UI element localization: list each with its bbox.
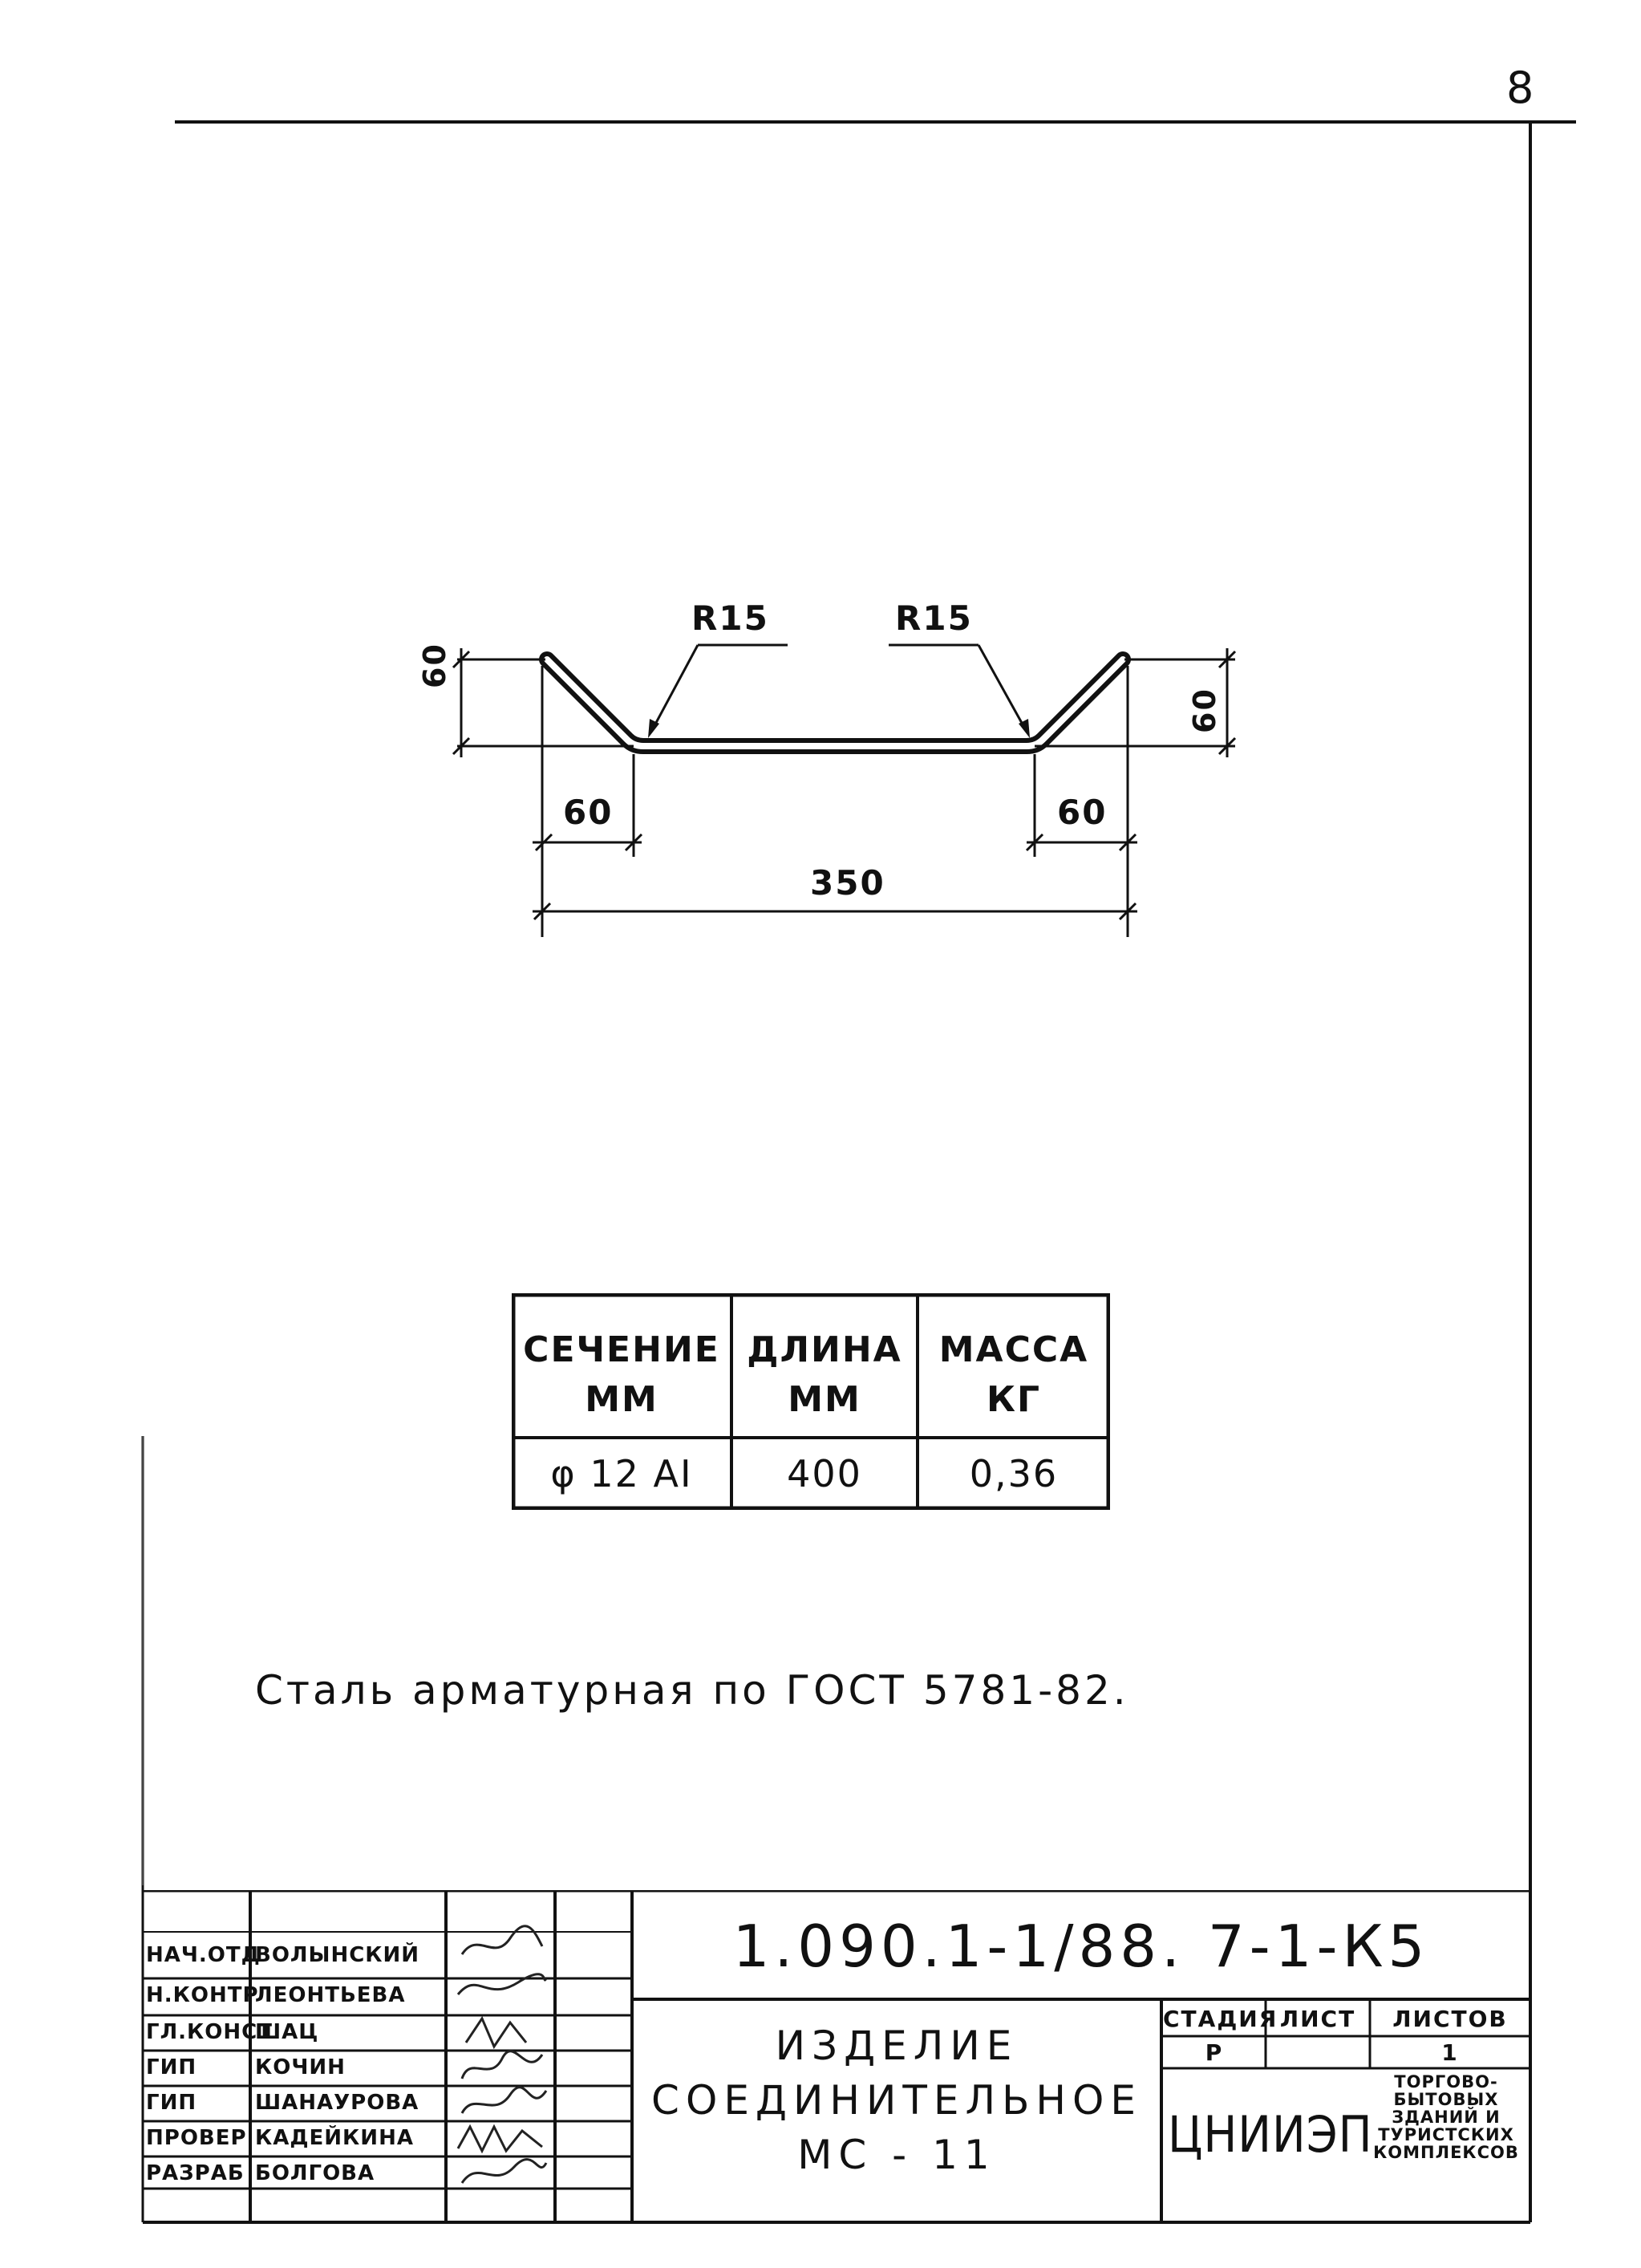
signature-role-4: ГИП [146, 2055, 197, 2079]
product-title-line-2: СОЕДИНИТЕЛЬНОЕ [651, 2077, 1142, 2124]
page-number: 8 [1506, 63, 1536, 113]
stage-value: Р [1205, 2039, 1224, 2066]
rebar-shape [539, 651, 1131, 754]
spec-header-length: ДЛИНА ММ [731, 1325, 918, 1425]
spec-header-section: СЕЧЕНИЕ ММ [512, 1325, 731, 1425]
spec-header-line: СЕЧЕНИЕ [523, 1329, 720, 1370]
spec-header-mass: МАССА КГ [918, 1325, 1110, 1425]
spec-header-line: МАССА [938, 1329, 1089, 1370]
spec-cell-length: 400 [787, 1452, 862, 1495]
total-length-dimension: 350 [810, 863, 885, 903]
organization-subtitle-line: ТОРГОВО- [1394, 2072, 1498, 2092]
organization-subtitle-line: ТУРИСТСКИХ [1378, 2125, 1514, 2144]
sheets-header: ЛИСТОВ [1392, 2006, 1508, 2032]
offset-dimension-left: 60 [563, 793, 614, 832]
signature-role-7: РАЗРАБ [146, 2161, 245, 2185]
signature-name-2: ЛЕОНТЬЕВА [255, 1983, 406, 2007]
signature-role-2: Н.КОНТР [146, 1983, 259, 2007]
spec-header-line: ДЛИНА [747, 1329, 902, 1370]
signature-role-6: ПРОВЕР [146, 2126, 247, 2150]
height-dimension-left: 60 [417, 643, 452, 688]
spec-header-unit: ММ [585, 1379, 658, 1420]
signature-role-3: ГЛ.КОНСТ [146, 2020, 273, 2044]
bend-radius-label-left: R15 [691, 598, 769, 638]
offset-dimension-right: 60 [1057, 793, 1108, 832]
organization-subtitle-line: БЫТОВЫХ [1393, 2090, 1499, 2109]
spec-header-unit: ММ [788, 1379, 861, 1420]
signature-name-5: ШАНАУРОВА [255, 2091, 419, 2115]
handwritten-signatures [456, 1925, 548, 2184]
organization-subtitle: ТОРГОВО- БЫТОВЫХ ЗДАНИЙ И ТУРИСТСКИХ КОМ… [1362, 2073, 1530, 2161]
signature-role-5: ГИП [146, 2091, 197, 2115]
signature-name-3: ШАЦ [255, 2020, 319, 2044]
signature-name-1: ВОЛЫНСКИЙ [255, 1943, 420, 1967]
spec-table: СЕЧЕНИЕ ММ ДЛИНА ММ МАССА КГ φ 12 AI 400… [512, 1293, 1110, 1510]
organization-subtitle-line: ЗДАНИЙ И [1392, 2108, 1501, 2127]
document-code: 1.090.1-1/88. 7-1-К5 [732, 1913, 1430, 1980]
spec-cell-section: φ 12 AI [550, 1452, 693, 1495]
material-note: Сталь арматурная по ГОСТ 5781-82. [255, 1667, 1129, 1714]
organization-subtitle-line: КОМПЛЕКСОВ [1373, 2143, 1519, 2162]
signature-name-4: КОЧИН [255, 2055, 346, 2079]
title-block: НАЧ.ОТД ВОЛЫНСКИЙ Н.КОНТР ЛЕОНТЬЕВА ГЛ.К… [143, 1890, 1530, 2222]
product-title: ИЗДЕЛИЕ СОЕДИНИТЕЛЬНОЕ МС - 11 [632, 2018, 1161, 2182]
signature-name-7: БОЛГОВА [255, 2161, 375, 2185]
spec-header-unit: КГ [986, 1379, 1041, 1420]
height-dimension-right: 60 [1187, 688, 1222, 733]
product-title-line-1: ИЗДЕЛИЕ [775, 2023, 1019, 2069]
spec-cell-mass: 0,36 [969, 1452, 1059, 1495]
stage-header: СТАДИЯ [1163, 2006, 1278, 2032]
bend-radius-label-right: R15 [895, 598, 973, 638]
sheets-value: 1 [1441, 2039, 1459, 2066]
organization-name: ЦНИИЭП [1168, 2105, 1373, 2164]
signature-name-6: КАДЕЙКИНА [255, 2126, 414, 2150]
signature-role-1: НАЧ.ОТД [146, 1943, 261, 1967]
rebar-drawing [452, 643, 1237, 937]
sheet-header: ЛИСТ [1279, 2006, 1356, 2032]
product-title-line-3: МС - 11 [797, 2132, 996, 2178]
